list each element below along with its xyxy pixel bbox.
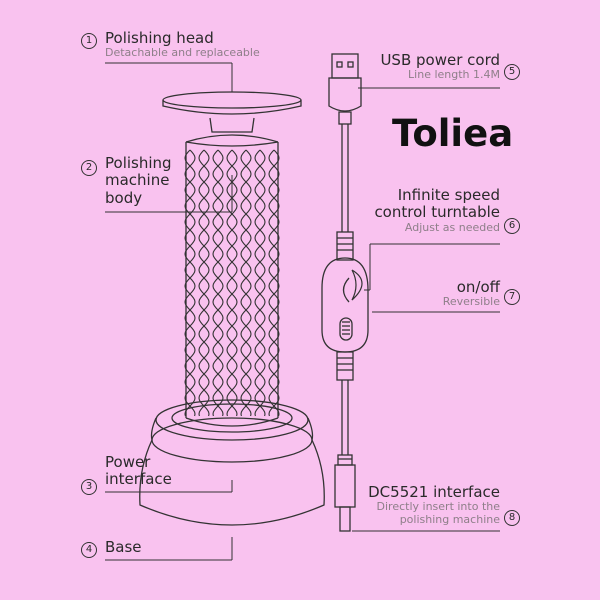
body-wave-pattern	[240, 149, 252, 417]
body-wave-pattern	[212, 149, 224, 417]
callout-sub-speed: Adjust as needed	[404, 220, 500, 234]
callout-number-6: 6	[504, 218, 520, 234]
callout-title-polishing-head: Polishing head	[105, 29, 214, 47]
callout-title-speed-1: Infinite speed	[397, 186, 500, 204]
usb-plug	[328, 53, 362, 232]
callout-number-4: 4	[81, 542, 97, 558]
callout-title-base: Base	[105, 538, 142, 556]
callout-title-onoff: on/off	[456, 278, 500, 296]
body-wave-pattern	[184, 149, 196, 417]
callout-number-2: 2	[81, 160, 97, 176]
body-wave-pattern	[226, 149, 238, 417]
callout-number-5: 5	[504, 64, 520, 80]
callout-number-3: 3	[81, 479, 97, 495]
brand-logo: Toliea	[392, 112, 514, 155]
callout-sub-onoff: Reversible	[442, 295, 500, 309]
callout-sub-polishing-head: Detachable and replaceable	[105, 46, 260, 60]
callout-title-usb: USB power cord	[380, 51, 500, 69]
body-wave-pattern	[184, 149, 196, 417]
callout-sub-dc-2: polishing machine	[399, 512, 500, 526]
speed-controller	[321, 231, 369, 455]
body-wave-pattern	[240, 149, 252, 417]
body-wave-pattern	[226, 149, 238, 417]
dc-plug	[334, 454, 356, 532]
body-wave-pattern	[198, 149, 210, 417]
polishing-machine-body	[184, 134, 280, 427]
callout-title-power-2: interface	[105, 470, 172, 489]
polishing-head	[162, 91, 302, 133]
callout-title-dc: DC5521 interface	[368, 483, 500, 501]
callout-number-1: 1	[81, 33, 97, 49]
callout-title-speed-2: control turntable	[374, 203, 500, 222]
leader-lines	[105, 62, 500, 561]
body-wave-pattern	[198, 149, 210, 417]
callout-sub-dc-1: Directly insert into the	[376, 500, 500, 514]
callout-title-body-3: body	[105, 188, 143, 207]
body-wave-pattern	[268, 149, 280, 417]
callout-title-power-1: Power	[105, 453, 151, 471]
body-wave-pattern	[212, 149, 224, 417]
callout-sub-usb: Line length 1.4M	[408, 68, 500, 82]
callout-number-8: 8	[504, 510, 520, 526]
base	[139, 399, 325, 526]
callout-title-body-1: Polishing	[105, 154, 172, 172]
callout-number-7: 7	[504, 289, 520, 305]
callout-title-body-2: machine	[105, 171, 170, 190]
body-wave-pattern	[268, 149, 280, 417]
body-wave-pattern	[254, 149, 266, 417]
body-wave-pattern	[254, 149, 266, 417]
